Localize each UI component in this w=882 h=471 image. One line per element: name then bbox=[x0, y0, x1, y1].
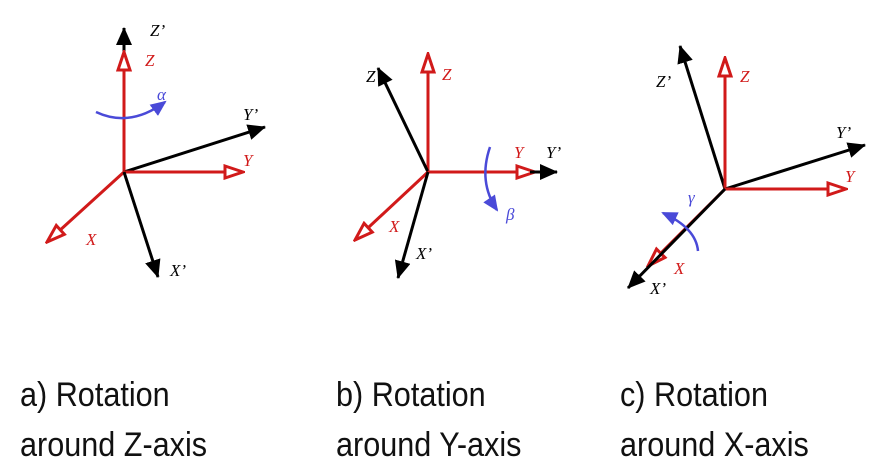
caption-b: b) Rotation around Y-axis bbox=[336, 370, 521, 470]
panel-c-axes: Z’ Z Y’ Y γ X X’ bbox=[626, 45, 866, 298]
label-z: Z bbox=[740, 67, 750, 86]
caption-a: a) Rotation around Z-axis bbox=[20, 370, 207, 470]
caption-b-line2: around Y-axis bbox=[336, 426, 522, 464]
caption-b-line1: b) Rotation bbox=[336, 376, 486, 414]
label-beta: β bbox=[505, 205, 515, 224]
label-x-prime: X’ bbox=[415, 244, 432, 263]
label-y: Y bbox=[845, 167, 856, 186]
panel-b-axes: Z’ Z Y Y’ β X X’ bbox=[355, 54, 561, 279]
x-prime-axis bbox=[626, 187, 727, 290]
label-z-prime: Z’ bbox=[656, 72, 671, 91]
x-prime-axis bbox=[122, 171, 161, 278]
label-x: X bbox=[85, 230, 97, 249]
x-prime-axis bbox=[394, 171, 430, 279]
x-axis bbox=[355, 170, 430, 240]
label-x-prime: X’ bbox=[169, 261, 186, 280]
rotation-arrow-gamma bbox=[661, 211, 700, 252]
rotation-arrow-beta bbox=[483, 146, 499, 212]
label-z-prime: Z’ bbox=[150, 21, 165, 40]
panel-a-axes: Z’ Z α Y’ Y X X’ bbox=[47, 21, 266, 280]
z-prime-axis bbox=[376, 67, 430, 173]
y-prime-axis bbox=[123, 124, 266, 174]
x-axis bbox=[47, 170, 126, 242]
label-y-prime: Y’ bbox=[836, 123, 851, 142]
label-z: Z bbox=[442, 65, 452, 84]
y-prime-axis bbox=[724, 142, 866, 191]
label-z-prime: Z’ bbox=[366, 67, 381, 86]
caption-c-line2: around X-axis bbox=[620, 426, 809, 464]
caption-a-line2: around Z-axis bbox=[20, 426, 208, 464]
label-x: X bbox=[388, 217, 400, 236]
label-x: X bbox=[673, 259, 685, 278]
caption-c: c) Rotation around X-axis bbox=[620, 370, 809, 470]
label-y-prime: Y’ bbox=[546, 143, 561, 162]
caption-c-line1: c) Rotation bbox=[620, 376, 768, 414]
label-y-prime: Y’ bbox=[243, 105, 258, 124]
label-y: Y bbox=[514, 143, 525, 162]
label-y: Y bbox=[243, 151, 254, 170]
label-x-prime: X’ bbox=[649, 279, 666, 298]
label-alpha: α bbox=[157, 85, 167, 104]
rotation-arrow-alpha bbox=[95, 100, 167, 120]
label-gamma: γ bbox=[688, 188, 696, 207]
z-prime-axis bbox=[677, 45, 727, 190]
caption-a-line1: a) Rotation bbox=[20, 376, 170, 414]
label-z: Z bbox=[145, 51, 155, 70]
